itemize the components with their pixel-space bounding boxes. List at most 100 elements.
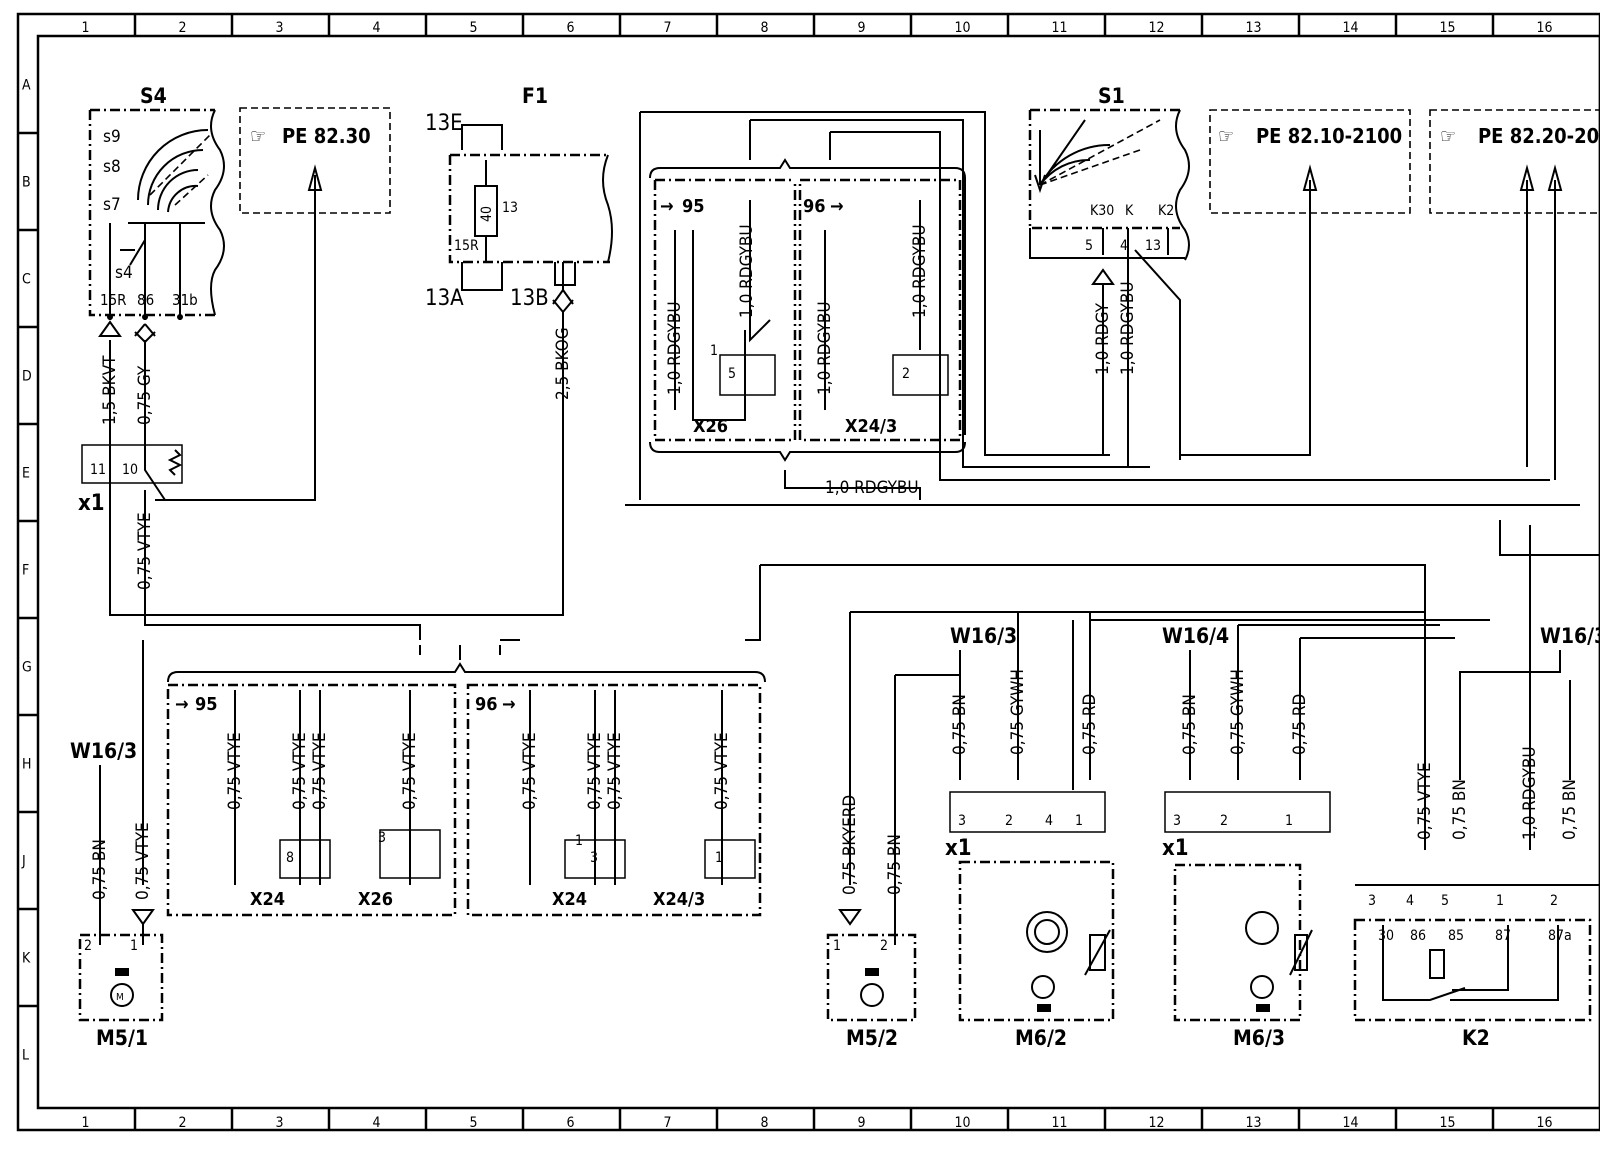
vtye-wire-label: 0,75 VTYE [225, 732, 245, 810]
component-s1: S1 K30 K K2 5 4 13 1,0 RDGY 1,0 RDGYBU [1028, 84, 1190, 467]
svg-text:X24: X24 [552, 889, 587, 910]
svg-text:1: 1 [710, 343, 718, 359]
vtye-wire-label: 0,75 VTYE [605, 732, 625, 810]
svg-text:W16/4: W16/4 [1162, 624, 1229, 648]
grid-row-label: J [21, 854, 26, 870]
motor-icon [110, 983, 134, 1007]
component-m5-2: W16/3 0,75 BKYERD 0,75 BN 1 2 M5/2 [826, 612, 1017, 1050]
svg-text:0,75 BN: 0,75 BN [950, 694, 970, 755]
grid-column-label: 5 [470, 20, 478, 36]
grid-column-label: 14 [1343, 1115, 1359, 1131]
svg-text:0,75 RD: 0,75 RD [1080, 694, 1100, 755]
svg-text:0,75 BN: 0,75 BN [1450, 779, 1470, 840]
svg-text:3: 3 [378, 830, 386, 846]
component-f1: F1 13E 40 13 15R 13A 13B 2,5 BKOG [425, 84, 613, 616]
grid-labels: 1122334455667788991010111112121313141415… [21, 20, 1553, 1131]
svg-text:PE 82.30: PE 82.30 [282, 124, 371, 148]
svg-text:4: 4 [1045, 813, 1053, 829]
grid-row-label: E [22, 466, 30, 482]
svg-text:s9: s9 [103, 127, 121, 147]
grid-column-label: 12 [1149, 1115, 1165, 1131]
svg-text:X26: X26 [693, 416, 728, 437]
reference-pe-8220[interactable]: ☞ PE 82.20-20 [1429, 109, 1600, 480]
svg-text:3: 3 [958, 813, 966, 829]
svg-text:10: 10 [122, 462, 138, 478]
svg-text:1: 1 [1496, 893, 1504, 909]
vtye-wire-label: 0,75 VTYE [585, 732, 605, 810]
grid-column-label: 10 [955, 20, 971, 36]
s4-wiring: 1,5 BKVT 0,75 GY 11 10 x1 0,75 VTYE [78, 340, 460, 640]
svg-text:13B: 13B [510, 286, 549, 311]
svg-text:30: 30 [1378, 928, 1394, 944]
svg-text:1,0 RDGY: 1,0 RDGY [1093, 302, 1113, 375]
vtye-wire-label: 0,75 VTYE [712, 732, 732, 810]
svg-text:1: 1 [833, 938, 841, 954]
grid-column-label: 15 [1440, 1115, 1456, 1131]
svg-text:0,75 BN: 0,75 BN [885, 834, 905, 895]
grid-row-label: G [22, 660, 32, 676]
grid-column-label: 10 [955, 1115, 971, 1131]
svg-text:86: 86 [1410, 928, 1426, 944]
svg-text:s7: s7 [103, 195, 121, 215]
svg-text:M6/2: M6/2 [1015, 1026, 1067, 1050]
grid-column-label: 1 [82, 20, 90, 36]
grid-column-label: 4 [373, 1115, 381, 1131]
svg-text:0,75 GYWH: 0,75 GYWH [1008, 669, 1028, 755]
grid-row-label: L [22, 1048, 29, 1064]
svg-text:→: → [502, 694, 516, 715]
grid-column-label: 13 [1246, 20, 1262, 36]
grid-column-label: 15 [1440, 20, 1456, 36]
svg-text:x1: x1 [945, 836, 972, 861]
svg-text:1,0 RDGYBU: 1,0 RDGYBU [825, 478, 919, 498]
svg-text:x1: x1 [1162, 836, 1189, 861]
grid-column-label: 12 [1149, 20, 1165, 36]
reference-hand-icon: ☞ [1440, 124, 1456, 148]
svg-text:86: 86 [137, 291, 154, 309]
svg-text:W16/3: W16/3 [950, 624, 1017, 648]
grid-column-label: 6 [567, 20, 575, 36]
svg-text:s8: s8 [103, 157, 121, 177]
svg-text:0,75 BKYERD: 0,75 BKYERD [840, 795, 860, 895]
grid-column-label: 4 [373, 20, 381, 36]
svg-text:13A: 13A [425, 286, 464, 311]
svg-text:1,0 RDGYBU: 1,0 RDGYBU [1520, 746, 1540, 840]
svg-text:5: 5 [728, 366, 736, 382]
grid-column-label: 11 [1052, 20, 1068, 36]
svg-text:M: M [116, 992, 124, 1003]
svg-text:0,75 VTYE: 0,75 VTYE [1415, 762, 1435, 840]
svg-text:0,75 BN: 0,75 BN [90, 839, 110, 900]
component-m6-2: 0,75 BN 0,75 GYWH 0,75 RD 3 2 4 1 x1 M6/… [850, 611, 1490, 1050]
svg-text:K30: K30 [1090, 203, 1114, 219]
grid-column-label: 7 [664, 20, 672, 36]
motor-icon [860, 983, 884, 1007]
svg-text:1,0 RDGYBU: 1,0 RDGYBU [665, 301, 685, 395]
svg-text:95: 95 [195, 694, 218, 715]
grid-row-label: F [22, 563, 29, 579]
svg-text:S1: S1 [1098, 84, 1125, 108]
svg-text:X24/3: X24/3 [845, 416, 897, 437]
grid-column-label: 11 [1052, 1115, 1068, 1131]
svg-text:M5/2: M5/2 [846, 1026, 898, 1050]
grid-column-label: 14 [1343, 20, 1359, 36]
svg-text:2,5 BKOG: 2,5 BKOG [553, 327, 573, 400]
vtye-wire-label: 0,75 VTYE [400, 732, 420, 810]
svg-text:1,0 RDGYBU: 1,0 RDGYBU [910, 224, 930, 318]
svg-text:PE 82.10-2100: PE 82.10-2100 [1256, 124, 1402, 148]
motor-icon [1031, 975, 1055, 999]
drawing-frame [16, 12, 1600, 1132]
grid-row-label: D [22, 369, 32, 385]
svg-text:1: 1 [130, 938, 138, 954]
reference-pe-8230[interactable]: ☞ PE 82.30 [155, 107, 391, 501]
grid-column-label: 16 [1537, 20, 1553, 36]
reference-pe-8210[interactable]: ☞ PE 82.10-2100 [1180, 109, 1411, 456]
svg-text:M6/3: M6/3 [1233, 1026, 1285, 1050]
svg-text:2: 2 [1220, 813, 1228, 829]
svg-text:K2: K2 [1462, 1026, 1490, 1050]
svg-text:3: 3 [590, 850, 598, 866]
svg-text:15R: 15R [454, 238, 479, 254]
component-m6-3: W16/4 0,75 BN 0,75 GYWH 0,75 RD 3 2 1 x1… [1162, 624, 1455, 1050]
svg-text:5: 5 [1085, 238, 1093, 254]
grid-column-label: 5 [470, 1115, 478, 1131]
